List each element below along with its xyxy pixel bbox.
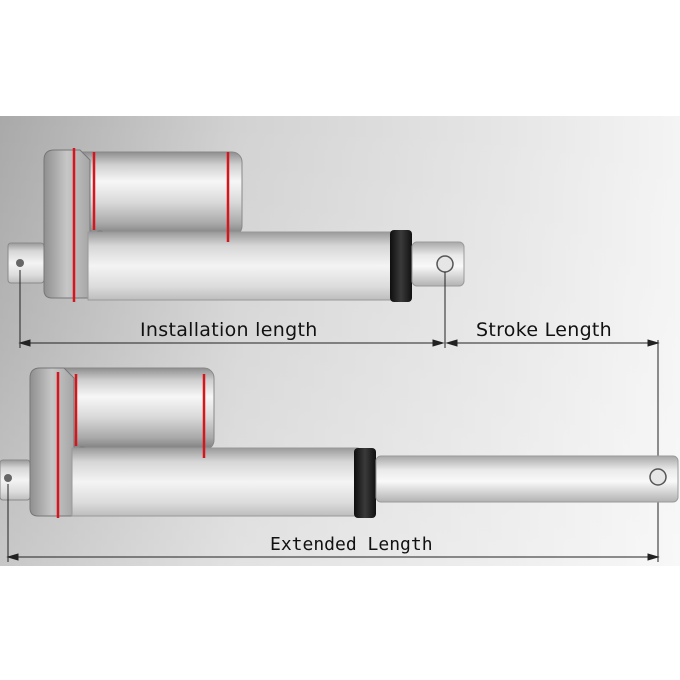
extended-length-label: Extended Length — [270, 534, 433, 555]
extended-actuator — [0, 367, 679, 518]
retracted-actuator — [7, 148, 465, 302]
stroke-length-label: Stroke Length — [476, 319, 613, 341]
outer-tube — [71, 447, 359, 517]
gearbox-housing — [43, 149, 91, 299]
rear-clevis — [7, 242, 45, 284]
installation-length-label: Installation length — [140, 319, 318, 341]
collar — [390, 230, 412, 302]
rod-eye — [436, 255, 454, 273]
gearbox-housing — [29, 367, 75, 517]
rear-clevis — [0, 459, 31, 501]
extension-rod — [375, 455, 679, 503]
collar — [354, 448, 376, 518]
stroke-dimension — [445, 339, 660, 347]
outer-tube — [87, 231, 395, 301]
rod-eye — [649, 468, 667, 486]
installation-dimension — [18, 270, 659, 562]
extended-dimension — [6, 484, 660, 562]
